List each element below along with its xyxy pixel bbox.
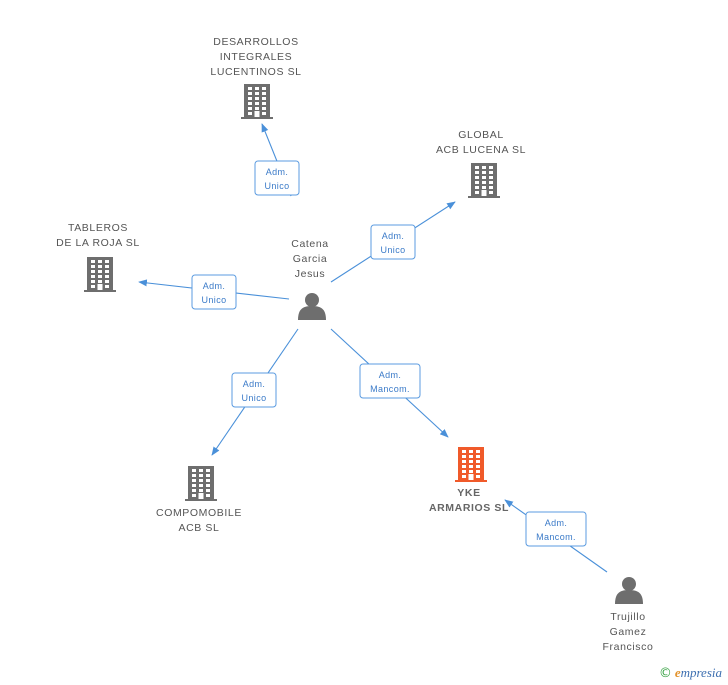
building-icon: [455, 447, 487, 482]
edge-label-text: Adm.: [266, 167, 289, 177]
edge-label-text: Unico: [201, 295, 226, 305]
edge-label-text: Adm.: [243, 379, 266, 389]
node-label: Jesus: [295, 268, 325, 280]
edge-label-box[interactable]: [254, 160, 300, 196]
edge-trujillo-yke: Adm. Mancom.: [504, 499, 608, 573]
edge-catena-tableros: Adm. Unico: [138, 274, 290, 310]
edge-catena-yke: Adm. Mancom.: [330, 328, 449, 438]
node-yke[interactable]: YKE ARMARIOS SL: [429, 447, 509, 514]
edge-label-box[interactable]: [359, 363, 421, 399]
edge-catena-compomobile: Adm. Unico: [211, 328, 299, 456]
node-label: ACB SL: [179, 522, 220, 534]
edge-label-text: Unico: [264, 181, 289, 191]
node-label: Francisco: [603, 641, 654, 653]
node-label: LUCENTINOS SL: [210, 66, 301, 78]
building-icon: [468, 163, 500, 198]
edge-label-text: Mancom.: [536, 532, 576, 542]
edge-catena-global: Adm. Unico: [330, 201, 456, 283]
building-icon: [84, 257, 116, 292]
edge-label-text: Unico: [241, 393, 266, 403]
node-label: YKE: [457, 487, 480, 499]
edge-label-text: Adm.: [382, 231, 405, 241]
building-icon: [241, 84, 273, 119]
node-label: Gamez: [610, 626, 647, 638]
node-global[interactable]: GLOBAL ACB LUCENA SL: [436, 129, 526, 198]
edge-label-text: Adm.: [203, 281, 226, 291]
node-label: INTEGRALES: [220, 51, 293, 63]
edge-label-text: Adm.: [545, 518, 568, 528]
edge-label-box[interactable]: [525, 511, 587, 547]
node-label: COMPOMOBILE: [156, 507, 242, 519]
edge-label-text: Mancom.: [370, 384, 410, 394]
brand-footer[interactable]: ©empresia: [659, 665, 722, 681]
node-label: Catena: [291, 238, 328, 250]
node-label: DE LA ROJA SL: [56, 237, 140, 249]
node-label: ARMARIOS SL: [429, 502, 509, 514]
node-desarrollos[interactable]: DESARROLLOS INTEGRALES LUCENTINOS SL: [210, 36, 301, 119]
edge-catena-desarrollos: Adm. Unico: [254, 123, 300, 197]
node-label: Trujillo: [610, 611, 645, 623]
node-label: ACB LUCENA SL: [436, 144, 526, 156]
edge-label-box[interactable]: [231, 372, 277, 408]
building-icon: [185, 466, 217, 501]
edge-label-text: Unico: [380, 245, 405, 255]
node-compomobile[interactable]: COMPOMOBILE ACB SL: [156, 466, 242, 534]
brand-name: mpresia: [680, 665, 722, 680]
edge-label-box[interactable]: [370, 224, 416, 260]
copyright-icon: ©: [658, 666, 672, 681]
node-label: Garcia: [293, 253, 328, 265]
edge-label-text: Adm.: [379, 370, 402, 380]
node-label: GLOBAL: [458, 129, 504, 141]
node-tableros[interactable]: TABLEROS DE LA ROJA SL: [56, 222, 140, 292]
node-label: TABLEROS: [68, 222, 128, 234]
person-icon: [615, 577, 643, 604]
person-icon: [298, 293, 326, 320]
brand-initial: e: [674, 665, 681, 680]
edge-label-box[interactable]: [191, 274, 237, 310]
node-label: DESARROLLOS: [213, 36, 298, 48]
